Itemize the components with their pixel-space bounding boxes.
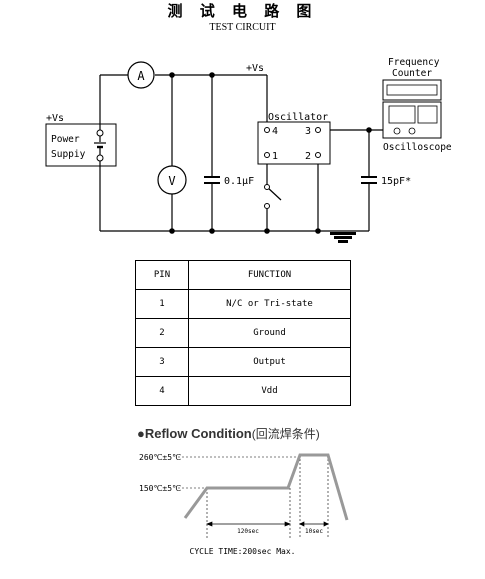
knob-icon xyxy=(408,127,416,135)
page-title: 测 试 电 路 图 xyxy=(167,2,318,20)
reflow-profile-diagram: 260℃±5℃ 150℃±5℃ 120sec 10sec xyxy=(139,453,349,538)
column-header-function: FUNCTION xyxy=(188,260,351,290)
table-row: 4 Vdd xyxy=(135,376,351,406)
function-cell: Ground xyxy=(188,318,351,348)
reflow-title: ●Reflow Condition(回流焊条件) xyxy=(137,425,320,442)
duration-arrows xyxy=(206,521,329,527)
capacitor-load-label: 15pF* xyxy=(381,176,411,187)
pin-cell: 3 xyxy=(135,347,189,377)
reflow-title-en: ●Reflow Condition xyxy=(137,426,252,441)
function-cell: Output xyxy=(188,347,351,377)
battery-symbol xyxy=(94,124,106,166)
knob-icon xyxy=(393,127,401,135)
power-supply-box xyxy=(45,123,117,167)
frequency-counter-label-1: Frequency xyxy=(388,57,440,68)
oscillator-pin4-label: 4 xyxy=(272,126,278,137)
oscillator-pin3-label: 3 xyxy=(305,126,311,137)
ammeter-symbol xyxy=(127,61,155,89)
table-row: 2 Ground xyxy=(135,318,351,348)
frequency-counter-label-2: Counter xyxy=(392,68,432,79)
table-row: 1 N/C or Tri-state xyxy=(135,289,351,319)
test-circuit-diagram: A V 0.1μF 15pF* +Vs +Vs Power Suppiy Osc… xyxy=(45,57,452,243)
peak-duration-label: 10sec xyxy=(305,528,323,535)
oscilloscope-label: Oscilloscope xyxy=(383,142,452,153)
voltmeter-label: V xyxy=(168,174,175,188)
ammeter-label: A xyxy=(137,69,145,83)
preheat-duration-label: 120sec xyxy=(237,528,259,535)
temp-high-label: 260℃±5℃ xyxy=(139,453,181,462)
capacitor-main-label: 0.1μF xyxy=(224,176,254,187)
temp-low-label: 150℃±5℃ xyxy=(139,484,181,493)
vs-left-label: +Vs xyxy=(46,113,64,124)
vs-top-label: +Vs xyxy=(246,63,264,74)
pin-function-table: PIN FUNCTION 1 N/C or Tri-state 2 Ground… xyxy=(135,260,351,406)
reflow-title-cn: (回流焊条件) xyxy=(251,427,320,441)
pin-cell: 4 xyxy=(135,376,189,406)
ground-icon xyxy=(330,232,356,243)
oscilloscope-screen xyxy=(388,105,416,124)
power-supply-label-2: Suppiy xyxy=(51,149,86,160)
capacitor-15pf xyxy=(361,176,377,184)
oscillator-pin2-label: 2 xyxy=(305,151,311,162)
pin-cell: 1 xyxy=(135,289,189,319)
table-header-row: PIN FUNCTION xyxy=(135,260,351,290)
table-row: 3 Output xyxy=(135,347,351,377)
column-header-pin: PIN xyxy=(135,260,189,290)
power-supply-label-1: Power xyxy=(51,134,80,145)
voltmeter-symbol xyxy=(157,165,187,195)
oscillator-label: Oscillator xyxy=(268,112,328,123)
page-subtitle: TEST CIRCUIT xyxy=(209,22,276,33)
function-cell: Vdd xyxy=(188,376,351,406)
reflow-guides xyxy=(206,455,329,538)
oscillator-pin1-label: 1 xyxy=(272,151,278,162)
cycle-time-label: CYCLE TIME:200sec Max. xyxy=(189,547,296,556)
capacitor-0-1uf xyxy=(204,176,220,184)
pin-cell: 2 xyxy=(135,318,189,348)
reflow-profile-curve xyxy=(183,453,349,521)
function-cell: N/C or Tri-state xyxy=(188,289,351,319)
